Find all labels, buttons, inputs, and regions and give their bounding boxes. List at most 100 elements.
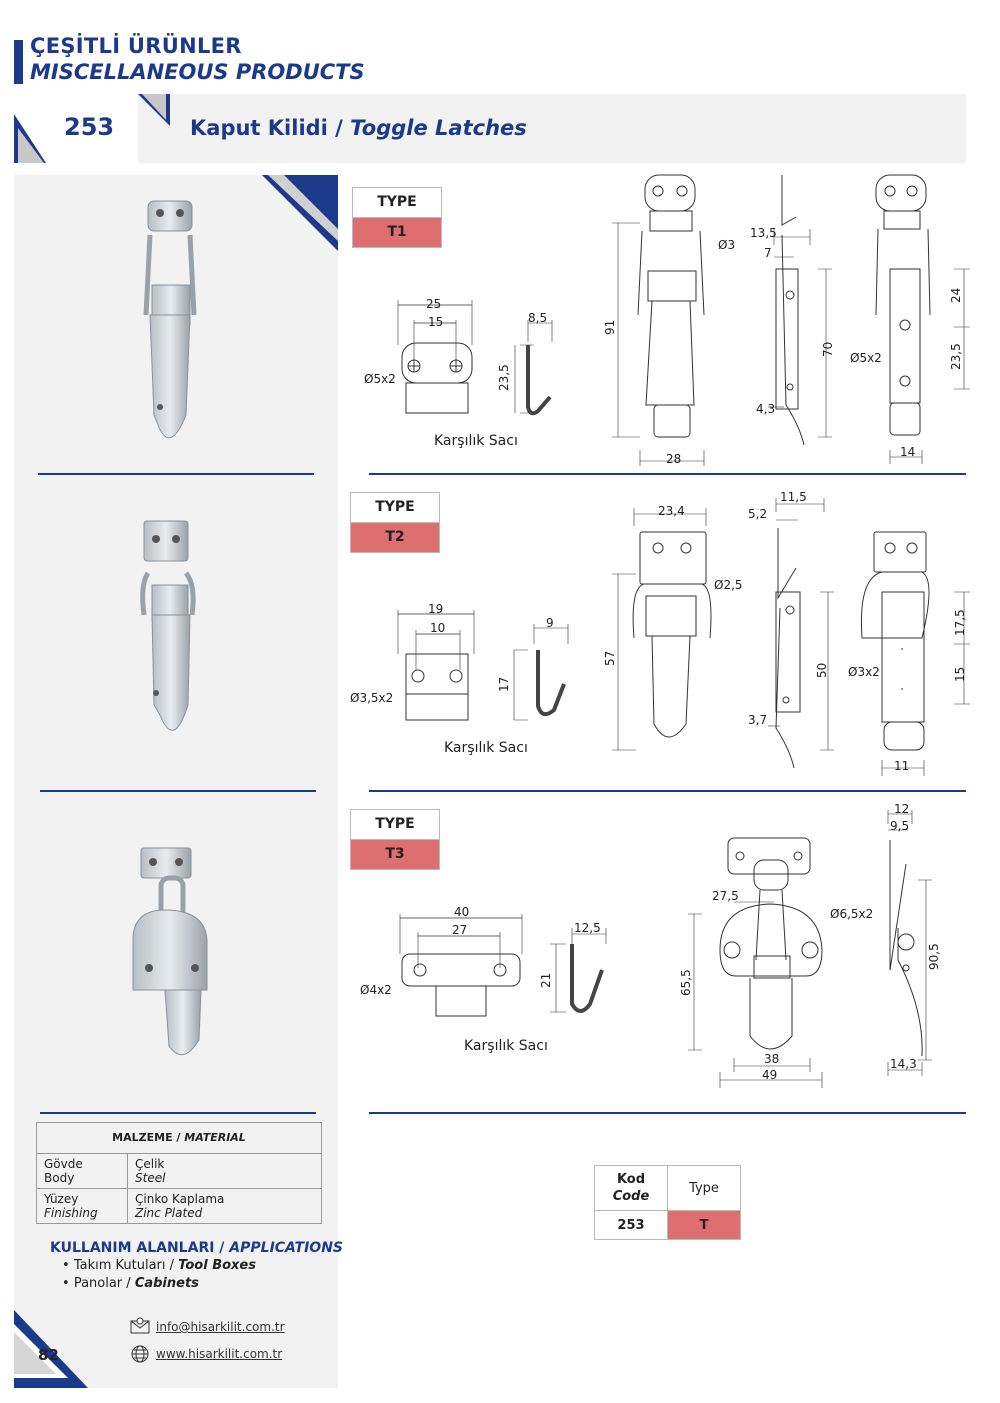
t3-strike-label: Karşılık Sacı (464, 1038, 548, 1054)
web-link[interactable]: www.hisarkilit.com.tr (156, 1347, 283, 1361)
dim-t2-d175: 17,5 (953, 609, 967, 636)
dim-t3-d143: 14,3 (890, 1057, 917, 1071)
dim-t3-hole2: Ø6,5x2 (830, 907, 873, 921)
dim-t1-d7: 7 (764, 246, 772, 260)
t1-side-view (775, 175, 805, 446)
dim-t3-d12: 12 (894, 802, 909, 816)
right-rule-3 (369, 1112, 966, 1114)
globe-icon (131, 1345, 149, 1363)
dim-t2-w234: 23,4 (658, 504, 685, 518)
dim-t3-hole: Ø4x2 (360, 983, 392, 997)
email-link[interactable]: info@hisarkilit.com.tr (156, 1320, 285, 1334)
type-value: T1 (353, 218, 441, 247)
dim-t1-d24: 24 (949, 288, 963, 303)
email-icon (130, 1317, 150, 1334)
dim-t3-total: 65,5 (679, 969, 693, 996)
t3-side-view (889, 840, 923, 1057)
photo-latch-t2 (140, 520, 196, 731)
dim-t2-d15: 15 (953, 667, 967, 682)
dim-t1-t1: 8,5 (528, 311, 547, 325)
dim-t3-w1: 40 (454, 905, 469, 919)
header-accent-bar (14, 40, 23, 84)
photo-latch-t3 (132, 847, 208, 1056)
t2-front-view (632, 531, 712, 738)
product-name-en: Toggle Latches (350, 116, 527, 140)
page-corner-decor (14, 1310, 88, 1388)
code-cell: 253 (594, 1210, 668, 1240)
dim-t2-t1: 9 (546, 616, 554, 630)
dim-t3-h1: 21 (539, 973, 553, 988)
right-rule-2 (369, 790, 966, 792)
left-rule-2 (40, 790, 316, 792)
dim-t1-w1: 25 (426, 297, 441, 311)
t1-strike-label: Karşılık Sacı (434, 433, 518, 449)
header-title-en: MISCELLANEOUS PRODUCTS (30, 60, 365, 84)
dim-t2-hole2: Ø3x2 (848, 665, 880, 679)
type-label: TYPE (353, 188, 441, 218)
t1-front-view (637, 174, 705, 438)
header-title-tr: ÇEŞİTLİ ÜRÜNLER (30, 34, 242, 58)
t1-back-view (875, 174, 931, 436)
dim-t2-d50: 50 (815, 663, 829, 678)
product-code: 253 (64, 113, 115, 141)
dim-t1-w28: 28 (666, 452, 681, 466)
material-header: MALZEME / MATERIAL (36, 1122, 322, 1154)
dim-t3-w49: 49 (762, 1068, 777, 1082)
t3-front-view (719, 837, 823, 1050)
dim-t2-total: 57 (603, 651, 617, 666)
t2-strike-plate (397, 610, 475, 721)
dim-t2-d37: 3,7 (748, 713, 767, 727)
type-box-t1: TYPE T1 (352, 187, 442, 248)
dim-t1-w2: 15 (428, 315, 443, 329)
dim-t1-pin: Ø3 (718, 238, 735, 252)
t3-strike-plate (399, 914, 523, 1017)
dim-t3-w38: 38 (764, 1052, 779, 1066)
photo-corner-decor (262, 175, 338, 251)
dim-t3-d275: 27,5 (712, 889, 739, 903)
table-row: 253 T (594, 1210, 741, 1240)
dim-t2-hole: Ø3,5x2 (350, 691, 393, 705)
t1-strike-plate (397, 300, 473, 414)
list-item: • Takım Kutuları / Tool Boxes (62, 1258, 256, 1273)
title-corner-decor (14, 94, 170, 163)
dim-t2-d52: 5,2 (748, 507, 767, 521)
dim-t2-w2: 10 (430, 621, 445, 635)
left-rule-1 (38, 473, 314, 475)
type-box-t3: TYPE T3 (350, 809, 440, 870)
dim-t1-hole: Ø5x2 (364, 372, 396, 386)
dim-t3-d905: 90,5 (927, 943, 941, 970)
right-rule-1 (369, 473, 966, 475)
drawing-t3: 40 27 Ø4x2 12,5 21 Karşılık Sacı 65,5 27… (360, 802, 941, 1088)
type-label: TYPE (351, 493, 439, 523)
t2-side-view (775, 528, 801, 769)
type-cell: T (667, 1210, 741, 1240)
dim-t3-d95: 9,5 (890, 819, 909, 833)
type-box-t2: TYPE T2 (350, 492, 440, 553)
dim-t1-h1: 23,5 (497, 364, 511, 391)
dim-t1-d43: 4,3 (756, 402, 775, 416)
dim-t1-total: 91 (603, 320, 617, 335)
type-column-header: Type (667, 1165, 741, 1211)
t2-strike-label: Karşılık Sacı (444, 740, 528, 756)
dim-t1-d135: 13,5 (750, 226, 777, 240)
type-label: TYPE (351, 810, 439, 840)
dim-t1-d70: 70 (821, 342, 835, 357)
dim-t2-pin: Ø2,5 (714, 578, 743, 592)
dim-t2-w11: 11 (894, 759, 909, 773)
dim-t1-w14: 14 (900, 445, 915, 459)
left-rule-3 (40, 1112, 316, 1114)
photo-latch-t1 (143, 200, 197, 439)
dim-t1-d235: 23,5 (949, 343, 963, 370)
dim-t2-h1: 17 (497, 677, 511, 692)
type-value: T2 (351, 523, 439, 552)
t2-back-view (860, 531, 930, 751)
page-number: 82 (38, 1346, 59, 1364)
dim-t2-d115: 11,5 (780, 490, 807, 504)
dim-t1-hole2: Ø5x2 (850, 351, 882, 365)
product-name-tr: Kaput Kilidi / (190, 116, 343, 140)
title-band (138, 94, 966, 163)
